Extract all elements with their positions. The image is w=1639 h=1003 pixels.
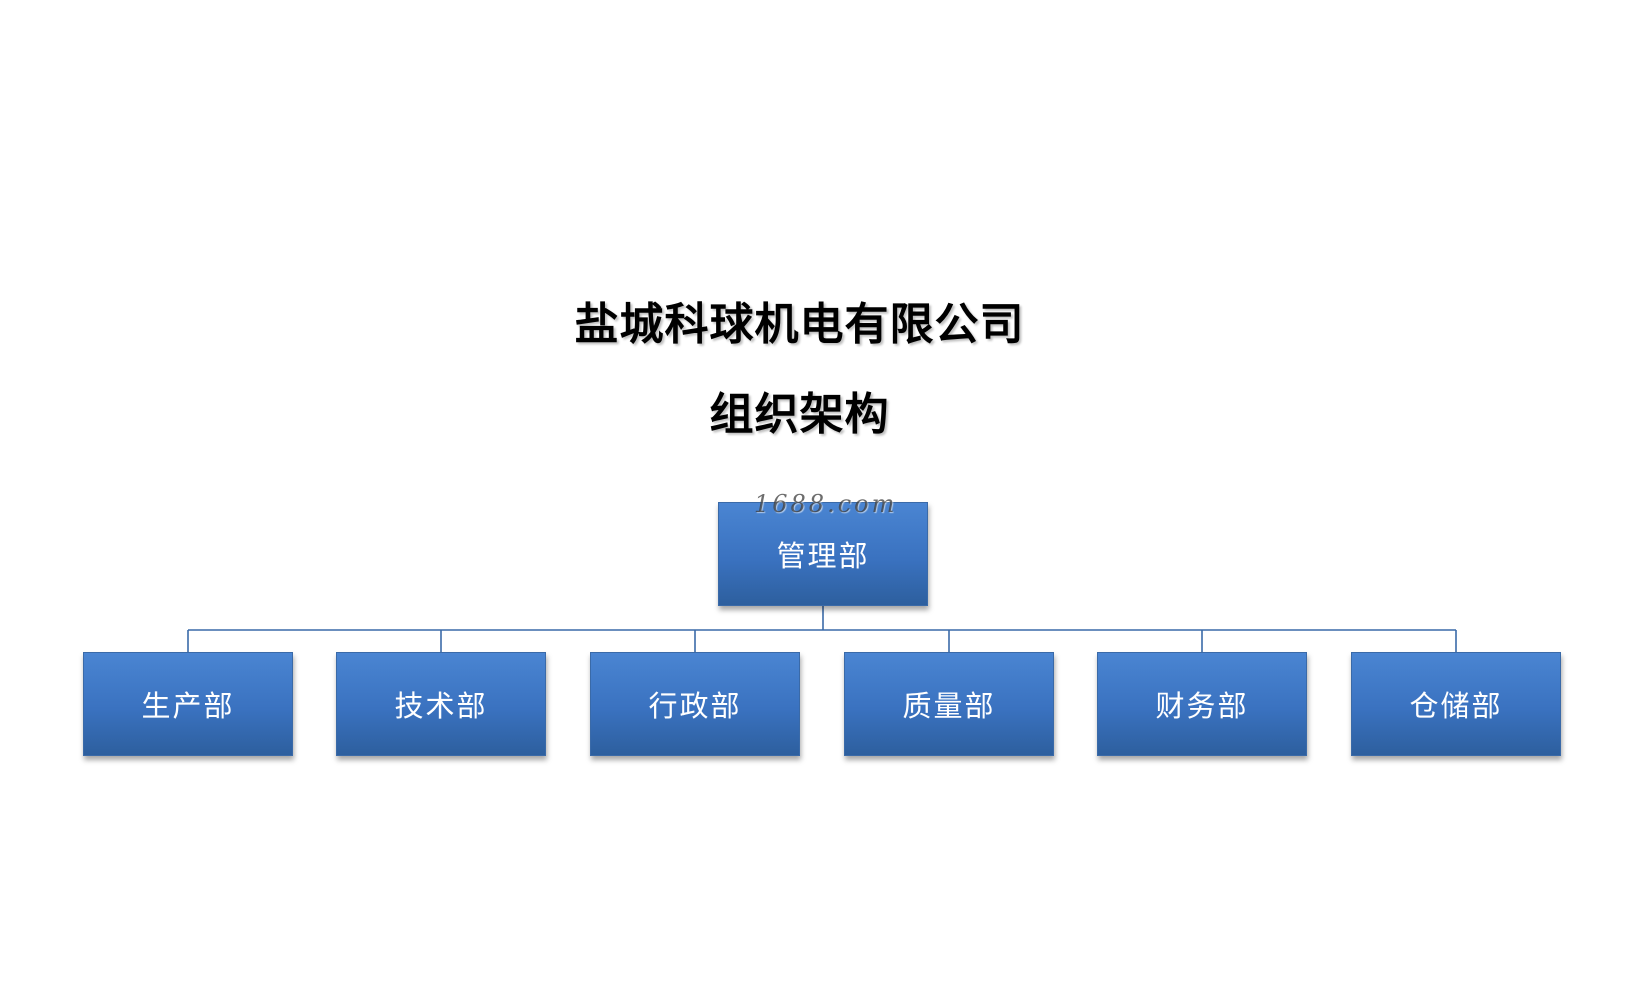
company-title: 盐城科球机电有限公司 [574,299,1025,350]
org-node-department[interactable]: 财务部 [1097,652,1307,756]
org-node-label: 技术部 [394,689,488,723]
org-node-department[interactable]: 质量部 [844,652,1054,756]
org-node-department[interactable]: 仓储部 [1351,652,1561,756]
org-node-department[interactable]: 生产部 [83,652,293,756]
org-node-label: 管理部 [776,539,870,573]
org-node-root[interactable]: 管理部 [718,502,928,606]
org-node-label: 行政部 [648,689,742,723]
org-node-label: 质量部 [902,689,996,723]
org-node-label: 生产部 [141,689,235,723]
chart-title: 组织架构 [709,389,890,440]
org-node-department[interactable]: 行政部 [590,652,800,756]
org-node-label: 财务部 [1155,689,1249,723]
watermark: 1688.com [754,490,898,518]
org-node-department[interactable]: 技术部 [336,652,546,756]
org-node-label: 仓储部 [1409,689,1503,723]
